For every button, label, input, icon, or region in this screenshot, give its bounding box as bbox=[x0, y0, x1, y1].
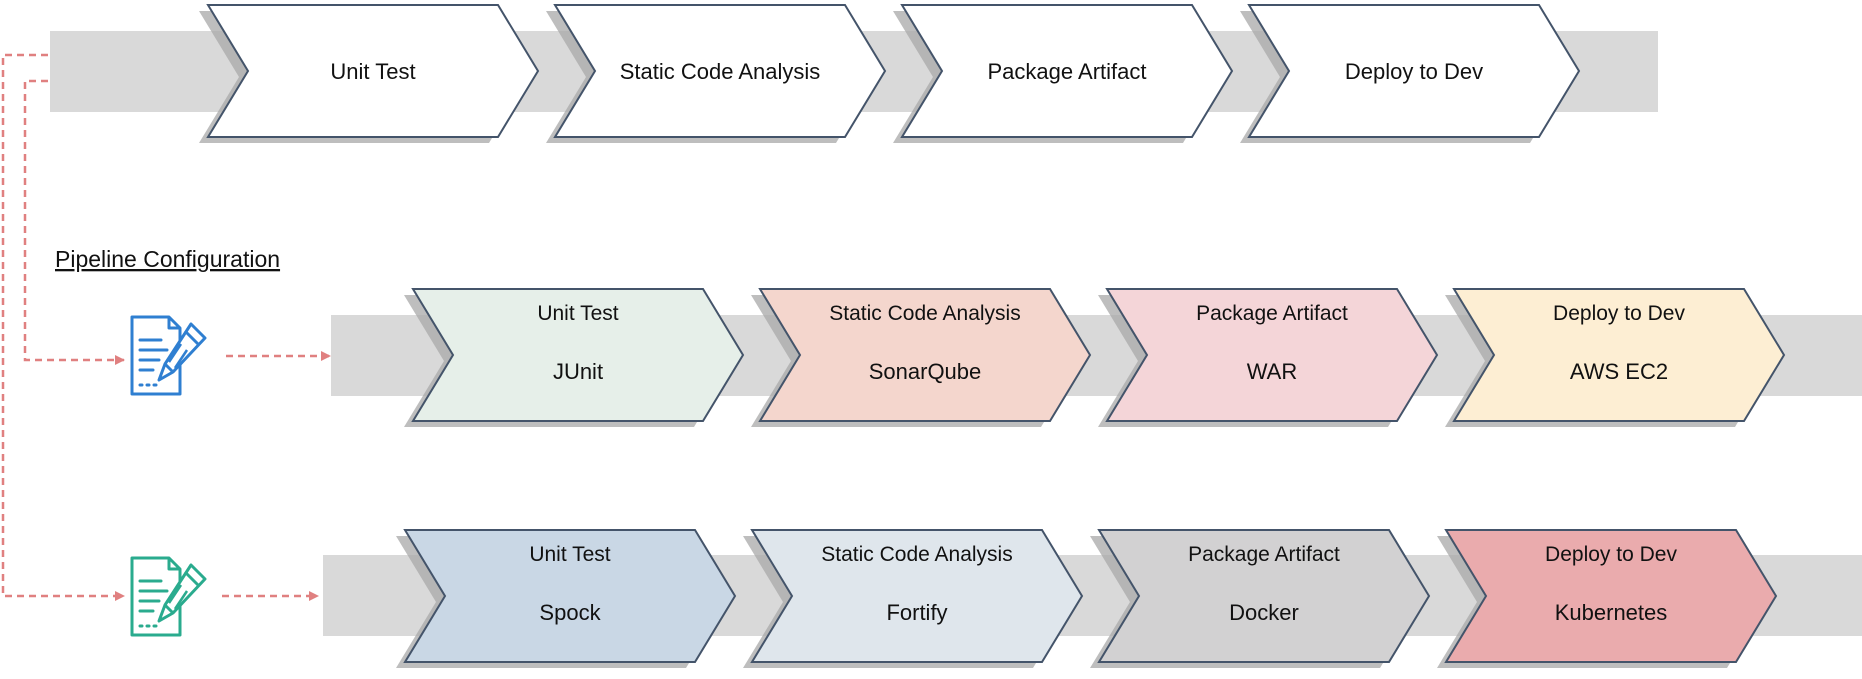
pipeline-configuration-title: Pipeline Configuration bbox=[55, 246, 280, 272]
stage-name: Package Artifact bbox=[988, 59, 1147, 84]
stage-name: Deploy to Dev bbox=[1345, 59, 1483, 84]
pipeline-stage: Static Code Analysis bbox=[546, 4, 887, 143]
stage-tool: SonarQube bbox=[869, 359, 982, 384]
stage-chevron bbox=[1444, 529, 1778, 663]
stage-chevron bbox=[900, 4, 1234, 138]
stage-chevron bbox=[403, 529, 737, 663]
stage-chevron bbox=[750, 529, 1084, 663]
stage-chevron bbox=[1452, 288, 1786, 422]
config-icons bbox=[130, 315, 207, 637]
stage-chevron bbox=[411, 288, 745, 422]
stage-name: Package Artifact bbox=[1188, 543, 1340, 566]
stage-tool: Docker bbox=[1229, 600, 1299, 625]
stage-chevron bbox=[1097, 529, 1431, 663]
stage-name: Deploy to Dev bbox=[1545, 543, 1677, 566]
pipeline-stage: Deploy to Dev bbox=[1240, 4, 1581, 143]
stage-name: Static Code Analysis bbox=[821, 543, 1012, 566]
connector-to-config-a bbox=[23, 79, 125, 365]
config-document-pencil-icon bbox=[130, 556, 207, 637]
stage-tool: Fortify bbox=[886, 600, 947, 625]
stage-name: Unit Test bbox=[537, 302, 618, 325]
stage-tool: WAR bbox=[1247, 359, 1298, 384]
config-document-pencil-icon bbox=[130, 315, 207, 396]
stage-name: Unit Test bbox=[330, 59, 415, 84]
stage-tool: Kubernetes bbox=[1555, 600, 1668, 625]
config-connectors bbox=[1, 53, 331, 601]
stage-chevron bbox=[1105, 288, 1439, 422]
stage-name: Static Code Analysis bbox=[620, 59, 821, 84]
stage-name: Package Artifact bbox=[1196, 302, 1348, 325]
stage-chevron bbox=[758, 288, 1092, 422]
stage-name: Deploy to Dev bbox=[1553, 302, 1685, 325]
stage-tool: AWS EC2 bbox=[1570, 359, 1668, 384]
pipeline-stage: Package Artifact bbox=[893, 4, 1234, 143]
pipeline-stage: Unit Test bbox=[199, 4, 540, 143]
stage-chevron bbox=[206, 4, 540, 138]
stage-tool: Spock bbox=[539, 600, 601, 625]
stage-tool: JUnit bbox=[553, 359, 603, 384]
stage-name: Unit Test bbox=[529, 543, 610, 566]
stage-name: Static Code Analysis bbox=[829, 302, 1020, 325]
connector-to-config-b bbox=[1, 53, 125, 601]
stage-chevron bbox=[1247, 4, 1581, 138]
stage-chevron bbox=[553, 4, 887, 138]
